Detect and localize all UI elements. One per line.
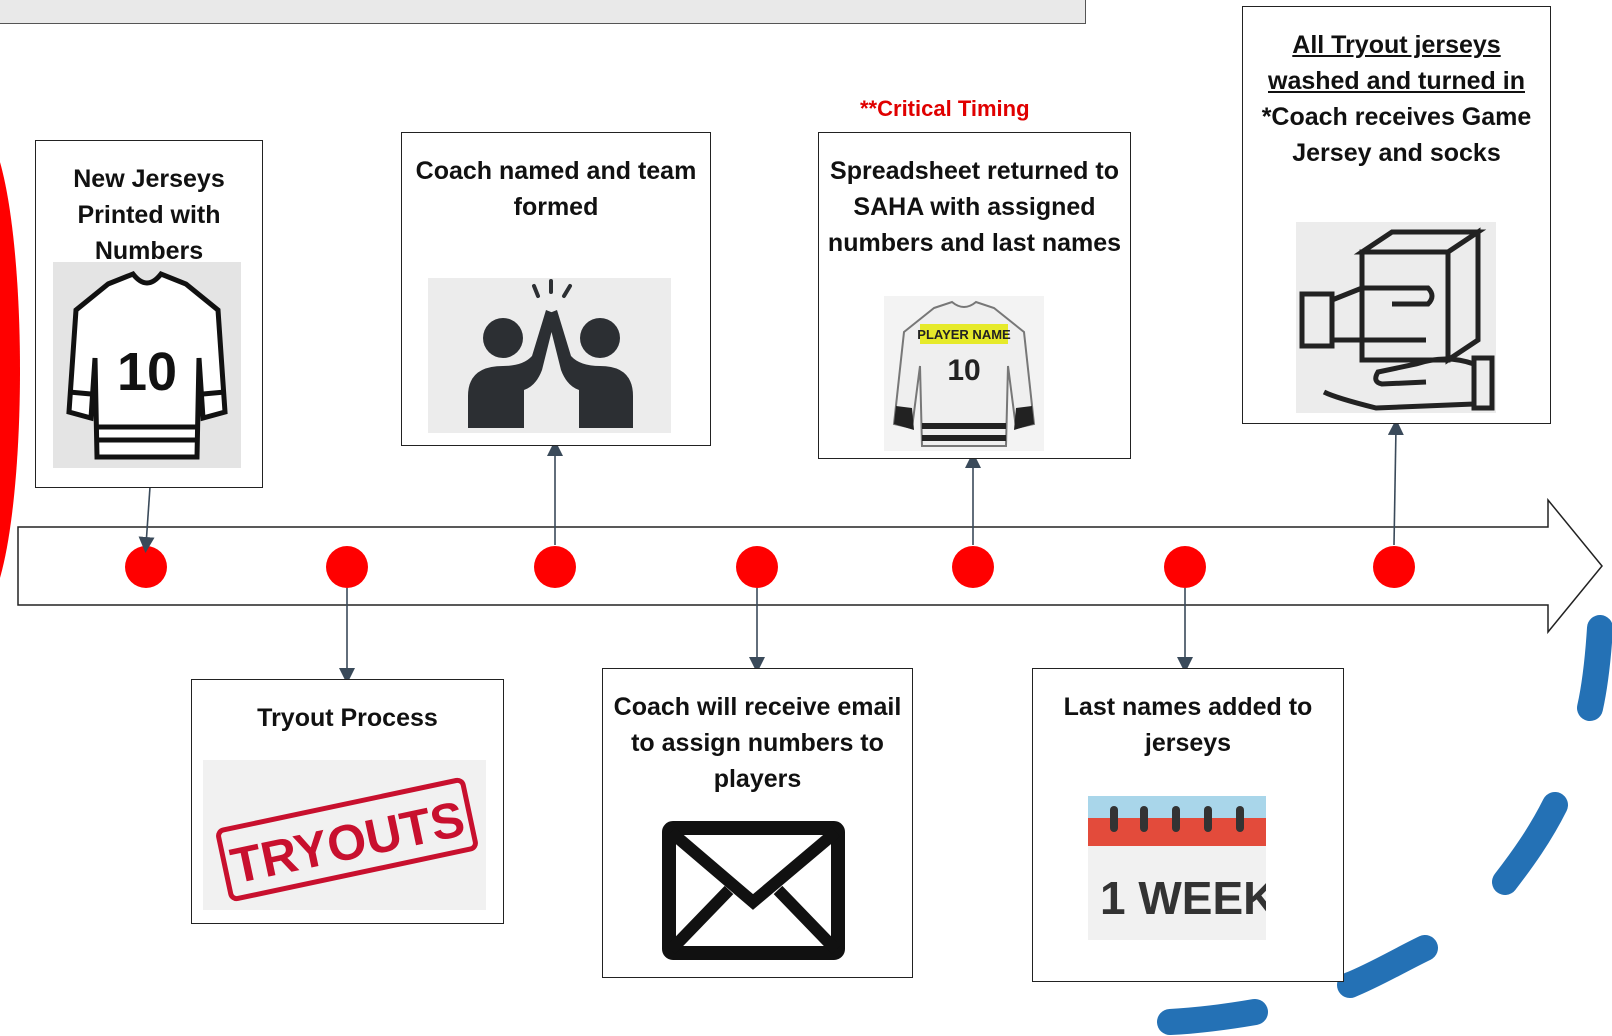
timeline-dot xyxy=(952,546,994,588)
blue-dashed-arc xyxy=(1157,615,1612,1035)
named-jersey-number: 10 xyxy=(947,354,980,387)
box-lastnames-label: Last names added to jerseys xyxy=(1063,693,1313,757)
named-jersey-icon: PLAYER NAME 10 xyxy=(884,296,1044,451)
box-final-label: All Tryout jerseys washed and turned in … xyxy=(1243,7,1550,171)
timeline-dot xyxy=(326,546,368,588)
final-line-3: *Coach receives Game Jersey and socks xyxy=(1261,103,1532,167)
timeline-dot xyxy=(534,546,576,588)
final-line-2: washed and turned in xyxy=(1268,67,1525,95)
critical-timing-note: **Critical Timing xyxy=(860,96,1030,121)
timeline-arrow xyxy=(17,497,1603,635)
calendar-week-icon: 1 WEEK xyxy=(1088,796,1266,940)
connector-final xyxy=(1387,419,1404,546)
timeline-dot xyxy=(1373,546,1415,588)
box-spreadsheet-label: Spreadsheet returned to SAHA with assign… xyxy=(827,157,1122,257)
top-banner xyxy=(0,0,1086,24)
box-coach-label: Coach named and team formed xyxy=(415,157,697,221)
box-new-jerseys-label: New Jerseys Printed with Numbers xyxy=(73,165,225,265)
timeline-dot xyxy=(1164,546,1206,588)
envelope-icon xyxy=(657,812,850,969)
final-line-1: All Tryout jerseys xyxy=(1292,31,1501,59)
hand-over-package-icon xyxy=(1296,222,1496,413)
jersey-icon: 10 xyxy=(53,262,241,468)
timeline-dots xyxy=(125,546,1415,588)
box-email-label: Coach will receive email to assign numbe… xyxy=(613,693,902,793)
timeline-dot xyxy=(736,546,778,588)
tryouts-stamp-image: TRYOUTS xyxy=(203,760,486,910)
jersey-number: 10 xyxy=(117,342,177,402)
calendar-text: 1 WEEK xyxy=(1100,872,1266,924)
box-tryout-label: Tryout Process xyxy=(257,704,438,732)
connector-jerseys xyxy=(138,486,155,553)
timeline-dot xyxy=(125,546,167,588)
high-five-icon xyxy=(428,278,671,433)
named-jersey-name: PLAYER NAME xyxy=(917,327,1011,342)
